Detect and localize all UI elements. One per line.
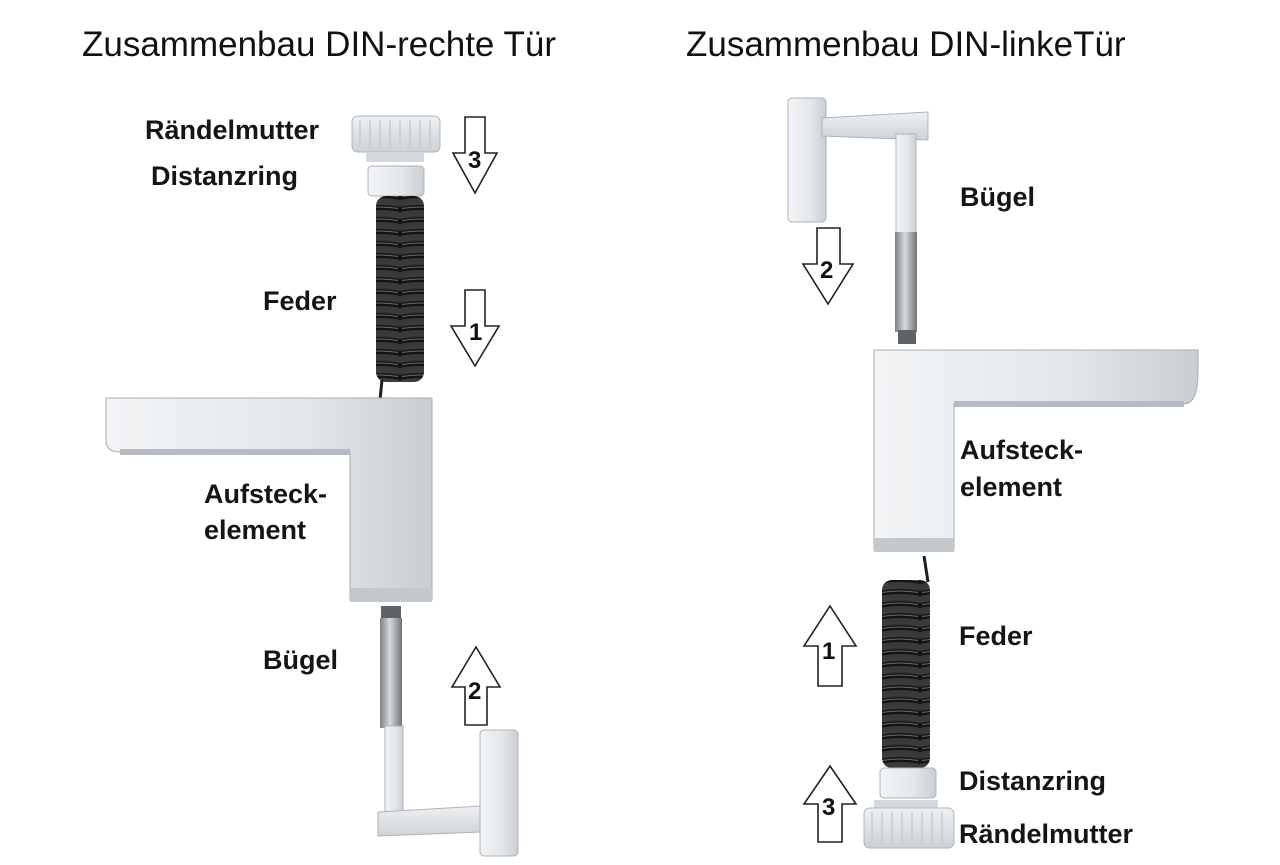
title-right-door: Zusammenbau DIN-rechte Tür	[82, 25, 556, 64]
step-number-3: 3	[468, 147, 481, 174]
step-number-2-left: 2	[820, 257, 833, 284]
label-spring-left: Feder	[959, 621, 1033, 651]
step-number-2: 2	[468, 678, 481, 705]
knurled-nut-part	[351, 115, 441, 162]
step-arrow-1-down: 1	[449, 289, 501, 368]
label-element-left-line1: Aufsteck-	[960, 435, 1083, 465]
bracket-part-left	[787, 97, 929, 344]
right-door-assembly: Rändelmutter Distanzring Feder Aufsteck-…	[105, 115, 519, 857]
label-spacer-ring-left: Distanzring	[959, 766, 1106, 796]
step-number-3-left: 3	[822, 794, 835, 821]
label-nut: Rändelmutter	[145, 115, 320, 145]
label-bracket: Bügel	[263, 645, 338, 675]
knurled-nut-part-left	[863, 800, 955, 849]
step-arrow-1-up-left: 1	[802, 604, 858, 687]
mounting-element-part	[105, 397, 433, 602]
label-nut-left: Rändelmutter	[959, 819, 1134, 849]
spring-part	[376, 196, 424, 401]
spring-part-left	[882, 555, 930, 768]
step-arrow-3-up-left: 3	[802, 764, 858, 843]
label-spacer-ring: Distanzring	[151, 161, 298, 191]
step-arrow-2-up: 2	[450, 645, 502, 726]
label-element-line2: element	[204, 515, 306, 545]
label-spring: Feder	[263, 286, 337, 316]
spacer-ring-part	[367, 165, 425, 197]
title-left-door: Zusammenbau DIN-linkeTür	[686, 25, 1126, 64]
bracket-part	[377, 606, 519, 857]
step-number-1: 1	[469, 319, 482, 346]
label-element-left-line2: element	[960, 472, 1062, 502]
step-number-1-left: 1	[822, 638, 835, 665]
left-door-assembly: Bügel Aufsteck- element Feder Distanzrin…	[787, 97, 1199, 849]
step-arrow-3-down: 3	[451, 116, 499, 195]
spacer-ring-part-left	[879, 767, 937, 799]
label-bracket-left: Bügel	[960, 182, 1035, 212]
label-element-line1: Aufsteck-	[204, 479, 327, 509]
mounting-element-part-left	[873, 349, 1199, 552]
step-arrow-2-down-left: 2	[801, 227, 855, 306]
